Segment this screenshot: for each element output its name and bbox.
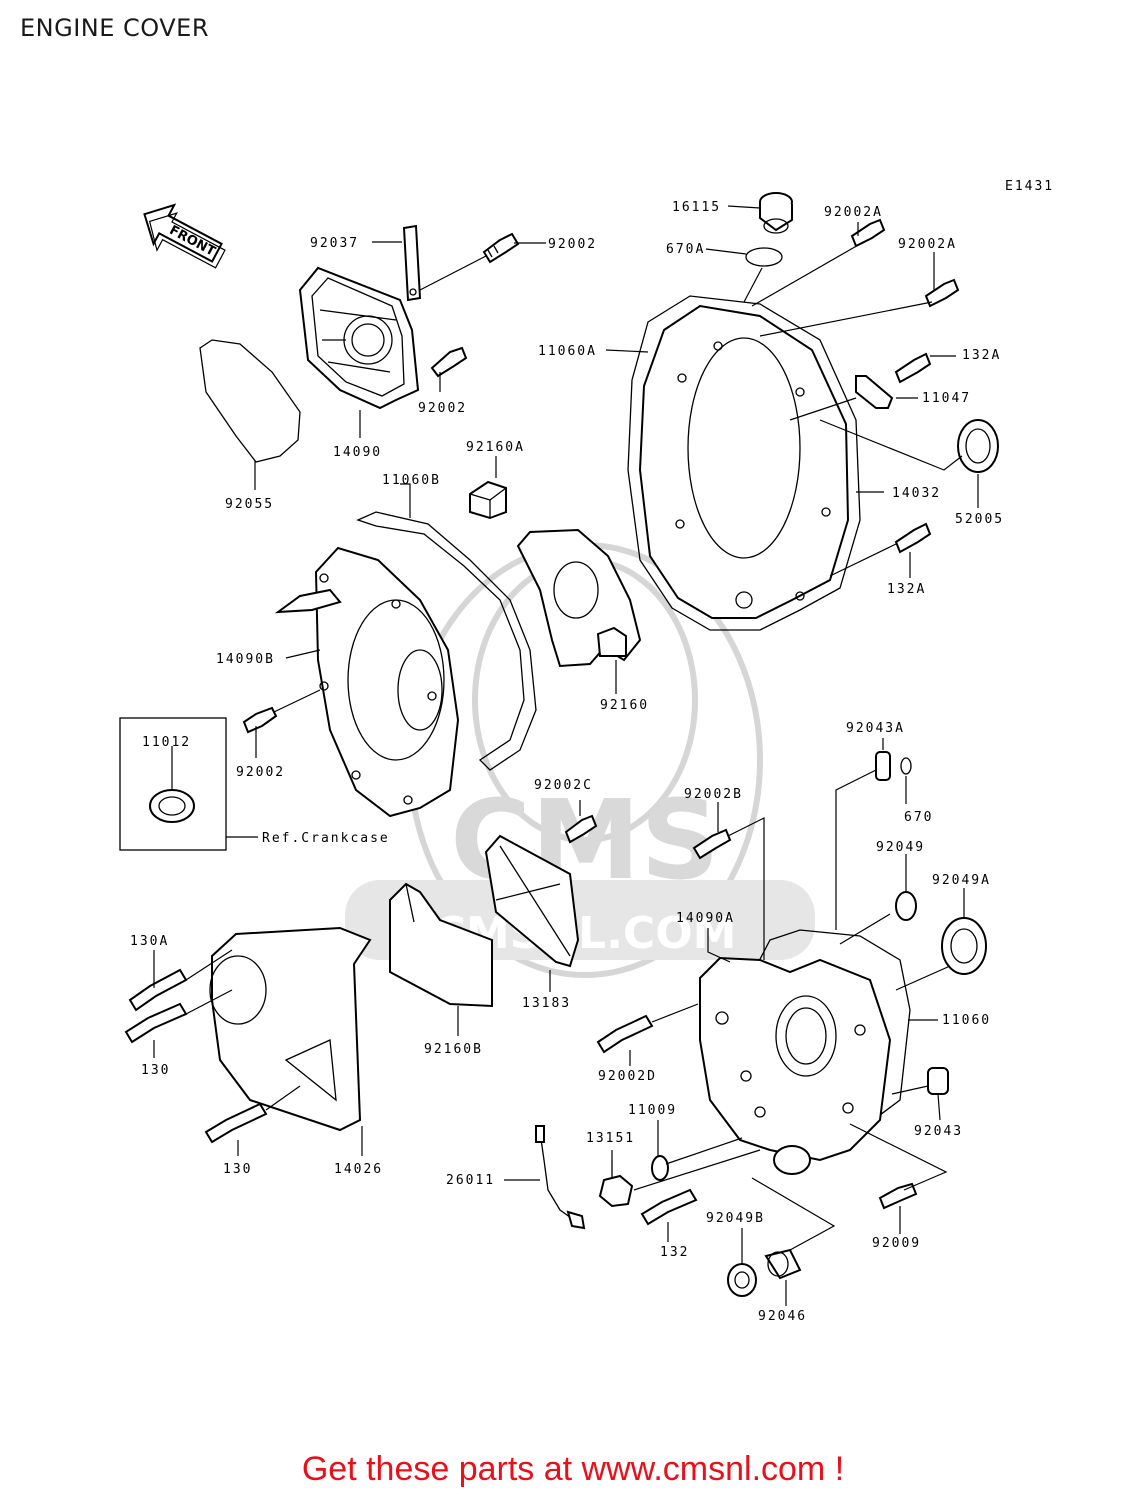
label-92160: 92160 — [600, 698, 649, 713]
label-92002c: 92002C — [534, 778, 593, 793]
label-670: 670 — [904, 810, 933, 825]
ref-crankcase-note: Ref.Crankcase — [262, 831, 390, 846]
label-92049b: 92049B — [706, 1211, 765, 1226]
part-92049-seals-drawing — [895, 891, 987, 975]
label-132a-2: 132A — [887, 582, 926, 597]
part-11047-drawing — [855, 375, 894, 409]
part-92043a-670-drawing — [875, 751, 912, 781]
label-92002-a: 92002 — [548, 237, 597, 252]
label-92002a-1: 92002A — [824, 205, 883, 220]
part-labels: 92037 92002 14090 92055 11060B 92160A 14… — [130, 200, 1004, 1324]
part-11060b-drawing — [356, 511, 537, 771]
label-92046: 92046 — [758, 1309, 807, 1324]
part-92160b-drawing — [389, 882, 493, 1008]
label-11047: 11047 — [922, 391, 971, 406]
part-13183-drawing — [484, 834, 580, 968]
label-130a: 130A — [130, 934, 169, 949]
part-132a-bolts-drawing — [894, 352, 932, 554]
label-26011: 26011 — [446, 1173, 495, 1188]
label-14026: 14026 — [334, 1162, 383, 1177]
label-92049a: 92049A — [932, 873, 991, 888]
leader-lines — [153, 205, 979, 1306]
label-132: 132 — [660, 1245, 689, 1260]
label-92002a-2: 92002A — [898, 237, 957, 252]
label-130-2: 130 — [223, 1162, 252, 1177]
page-title: ENGINE COVER — [20, 14, 210, 42]
part-16115-drawing — [759, 192, 793, 234]
label-11012: 11012 — [142, 735, 191, 750]
footer-parts-link[interactable]: Get these parts at www.cmsnl.com ! — [301, 1450, 845, 1488]
label-11060b: 11060B — [382, 473, 441, 488]
part-92002a-bolts-drawing — [850, 218, 960, 308]
label-92043: 92043 — [914, 1124, 963, 1139]
label-92160a: 92160A — [466, 440, 525, 455]
part-14090-drawing — [298, 266, 420, 410]
part-92002-bolt-drawing — [482, 232, 520, 264]
part-14090b-drawing — [274, 546, 460, 818]
part-14026-drawing — [209, 926, 372, 1132]
part-92002c-drawing — [564, 814, 598, 844]
label-132a-1: 132A — [962, 348, 1001, 363]
label-11060a: 11060A — [538, 344, 597, 359]
label-92055: 92055 — [225, 497, 274, 512]
label-92002d: 92002D — [598, 1069, 657, 1084]
label-92160b: 92160B — [424, 1042, 483, 1057]
label-130-1: 130 — [141, 1063, 170, 1078]
part-92160-drawing — [516, 528, 642, 668]
part-92002d-132-bolts-drawing — [596, 1014, 698, 1226]
part-92002b-drawing — [692, 828, 732, 860]
part-130-bolts-drawing — [124, 968, 268, 1144]
front-arrow-icon: FRONT — [143, 203, 226, 269]
label-14090a: 14090A — [676, 911, 735, 926]
label-52005: 52005 — [955, 512, 1004, 527]
part-14090a-11060-drawing — [699, 929, 911, 1175]
part-92043-drawing — [927, 1067, 949, 1095]
label-92002b: 92002B — [684, 787, 743, 802]
label-14090b: 14090B — [216, 652, 275, 667]
label-13183: 13183 — [522, 996, 571, 1011]
part-92002-bolt-3-drawing — [242, 706, 278, 734]
label-92049: 92049 — [876, 840, 925, 855]
part-13151-drawing — [598, 1160, 634, 1208]
label-92009: 92009 — [872, 1236, 921, 1251]
label-13151: 13151 — [586, 1131, 635, 1146]
part-11012-box — [119, 717, 227, 851]
part-26011-drawing — [535, 1125, 586, 1230]
label-11009: 11009 — [628, 1103, 677, 1118]
label-11060: 11060 — [942, 1013, 991, 1028]
part-670a-drawing — [745, 247, 783, 267]
part-92002-bolt-2-drawing — [430, 346, 468, 378]
label-92002-b: 92002 — [418, 401, 467, 416]
part-11009-drawing — [651, 1155, 669, 1181]
label-16115: 16115 — [672, 200, 721, 215]
label-92002-c: 92002 — [236, 765, 285, 780]
label-92043a: 92043A — [846, 721, 905, 736]
part-92160a-drawing — [469, 480, 507, 520]
part-52005-drawing — [957, 419, 999, 473]
label-14090: 14090 — [333, 445, 382, 460]
diagram-code: E1431 — [1005, 179, 1054, 194]
part-92049b-92046-92009-drawing — [727, 1182, 918, 1297]
part-92055-drawing — [199, 339, 301, 463]
part-92037-drawing — [402, 224, 422, 302]
label-92037: 92037 — [310, 236, 359, 251]
label-670a: 670A — [666, 242, 705, 257]
part-11060a-14032-drawing — [627, 295, 861, 631]
label-14032: 14032 — [892, 486, 941, 501]
